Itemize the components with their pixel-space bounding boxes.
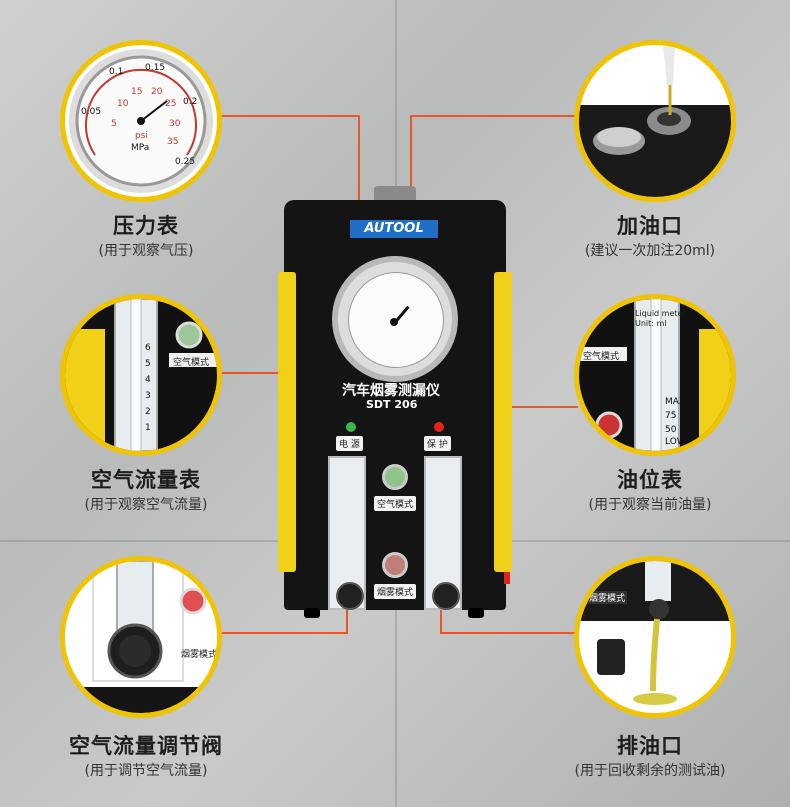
oil-meter-tick: MAX	[665, 397, 686, 407]
device-name: 汽车烟雾测漏仪	[342, 383, 440, 399]
callout-line	[440, 632, 578, 634]
gauge-tick: 30	[169, 119, 181, 129]
air-flow-valve-knob[interactable]	[336, 582, 364, 610]
feature-subtitle-air-flowmeter: (用于观察空气流量)	[84, 497, 208, 513]
air-mode-label: 空气模式	[374, 496, 417, 511]
smoke-mode-tag: 烟雾模式	[181, 650, 218, 660]
protect-indicator	[434, 422, 444, 432]
device-foot-right	[468, 608, 484, 618]
flowmeter-tick: 3	[145, 391, 151, 401]
smoke-mode-tag: 烟雾模式	[587, 591, 628, 604]
gauge-tick: 0.2	[183, 97, 198, 107]
side-switch[interactable]	[504, 572, 510, 584]
oil-level-detail-icon	[579, 299, 731, 451]
smoke-mode-label: 烟雾模式	[374, 584, 417, 599]
air-valve-detail-icon	[65, 561, 217, 713]
feature-title-gauge: 压力表	[113, 214, 179, 238]
feature-title-air-flowmeter: 空气流量表	[91, 468, 201, 492]
smoke-leak-detector: AUTOOL 汽车烟雾测漏仪 SDT 206 电 源 保 护 空气模式 烟雾模式	[278, 200, 512, 618]
oil-drain-knob[interactable]	[432, 582, 460, 610]
feature-circle-air-flowmeter: 6 5 4 3 2 1 空气模式	[60, 294, 222, 456]
device-model: SDT 206	[366, 398, 418, 411]
gauge-tick: 0.25	[175, 157, 196, 167]
callout-line	[410, 115, 412, 190]
feature-title-oil-level: 油位表	[617, 468, 683, 492]
callout-line	[210, 372, 335, 374]
oil-meter-tick: 75	[665, 411, 677, 421]
feature-circle-oil-inlet	[574, 40, 736, 202]
feature-subtitle-oil-inlet: (建议一次加注20ml)	[584, 243, 716, 259]
feature-title-oil-inlet: 加油口	[617, 214, 683, 238]
feature-title-air-valve: 空气流量调节阀	[69, 734, 223, 758]
flowmeter-tick: 5	[145, 359, 151, 369]
side-panel-left	[278, 272, 296, 572]
gauge-unit-mpa: MPa	[131, 143, 150, 153]
power-label: 电 源	[336, 436, 363, 451]
feature-circle-air-valve: 烟雾模式	[60, 556, 222, 718]
oil-inlet-detail-icon	[579, 45, 731, 197]
side-panel-right	[494, 272, 512, 572]
feature-subtitle-air-valve: (用于调节空气流量)	[84, 763, 208, 779]
air-mode-tag: 空气模式	[173, 358, 210, 368]
gauge-tick: 0.1	[109, 67, 124, 77]
callout-line	[458, 406, 578, 408]
feature-circle-gauge: psi MPa 5 10 15 20 25 30 35 0.05 0.1 0.1…	[60, 40, 222, 202]
feature-subtitle-oil-drain: (用于回收剩余的测试油)	[574, 763, 726, 779]
protect-label: 保 护	[424, 436, 451, 451]
callout-line	[210, 632, 348, 634]
oil-drain-detail-icon	[579, 561, 731, 713]
callout-line	[440, 598, 442, 634]
feature-title-oil-drain: 排油口	[617, 734, 683, 758]
gauge-tick: 5	[111, 119, 117, 129]
power-indicator	[346, 422, 356, 432]
flowmeter-tick: 1	[145, 423, 151, 433]
gauge-unit-psi: psi	[135, 131, 148, 141]
gauge-tick: 10	[117, 99, 129, 109]
oil-meter-tick: 50	[665, 425, 677, 435]
oil-cap[interactable]	[374, 186, 416, 204]
callout-line	[210, 115, 360, 117]
gauge-tick: 20	[151, 87, 163, 97]
feature-circle-oil-drain: 烟雾模式	[574, 556, 736, 718]
feature-subtitle-oil-level: (用于观察当前油量)	[588, 497, 712, 513]
pressure-gauge	[332, 256, 458, 382]
gauge-tick: 15	[131, 87, 143, 97]
air-flowmeter-detail-icon	[65, 299, 217, 451]
flowmeter-tick: 6	[145, 343, 151, 353]
gauge-tick: 35	[167, 137, 179, 147]
oil-meter-tick: LOW	[665, 437, 686, 447]
air-mode-indicator	[382, 464, 408, 490]
callout-line	[346, 598, 348, 634]
device-foot-left	[304, 608, 320, 618]
feature-subtitle-gauge: (用于观察气压)	[98, 243, 194, 259]
air-mode-tag: 空气模式	[583, 352, 620, 362]
smoke-mode-indicator	[382, 552, 408, 578]
flowmeter-tick: 2	[145, 407, 151, 417]
gauge-tick: 0.15	[145, 63, 166, 73]
flowmeter-tick: 4	[145, 375, 151, 385]
callout-line	[410, 115, 578, 117]
gauge-detail-icon	[69, 49, 213, 193]
oil-meter-header: Liquid meter Unit: ml	[635, 309, 686, 328]
brand-logo: AUTOOL	[350, 220, 438, 238]
gauge-tick: 0.05	[81, 107, 102, 117]
gauge-tick: 25	[165, 99, 177, 109]
feature-circle-oil-level: Liquid meter Unit: ml MAX 75 50 LOW 空气模式	[574, 294, 736, 456]
